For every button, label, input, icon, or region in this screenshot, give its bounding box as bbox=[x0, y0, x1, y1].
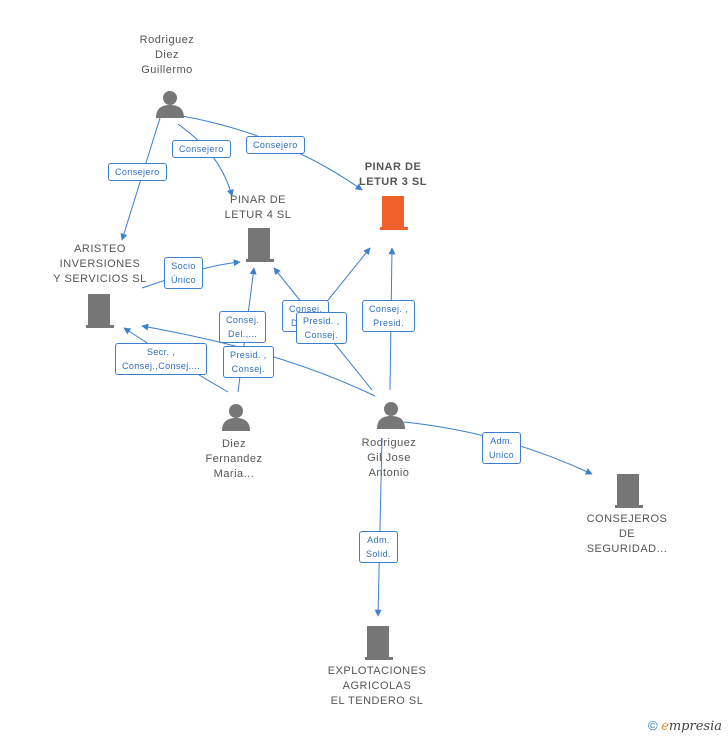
edge-label-consej-del-diez[interactable]: Consej.Del.,... bbox=[219, 311, 267, 343]
edge-label-consejero-pinar4[interactable]: Consejero bbox=[172, 140, 231, 158]
edge-label-presid-consej-aristeo[interactable]: Presid. ,Consej. bbox=[223, 346, 274, 378]
building-aristeo-icon[interactable] bbox=[86, 294, 114, 328]
edge-rodriguez-diez-pinar4 bbox=[177, 123, 234, 197]
edge-label-adm-unico[interactable]: Adm.Unico bbox=[482, 432, 522, 464]
brand-name: empresia bbox=[661, 719, 722, 734]
edge-label-consejero-pinar3[interactable]: Consejero bbox=[246, 136, 305, 154]
person-rodriguez-diez-icon[interactable] bbox=[156, 91, 184, 118]
edge-label-consej-presid-pinar3[interactable]: Consej. ,Presid. bbox=[362, 300, 416, 332]
edge-label-secr-consej[interactable]: Secr. ,Consej.,Consej.... bbox=[115, 343, 208, 375]
building-explotaciones-icon[interactable] bbox=[365, 626, 393, 660]
edge-gil-explotaciones bbox=[374, 437, 383, 617]
building-pinar-letur-4-icon[interactable] bbox=[246, 228, 274, 262]
building-consejeros-icon[interactable] bbox=[615, 474, 643, 508]
copyright-symbol: © bbox=[647, 718, 658, 733]
edge-label-presid-consej-pinar3[interactable]: Presid. ,Consej. bbox=[296, 312, 347, 344]
empresia-logo[interactable]: © empresia bbox=[648, 718, 722, 734]
building-pinar-letur-3-icon[interactable] bbox=[380, 196, 408, 230]
edge-label-adm-solid[interactable]: Adm.Solid. bbox=[359, 531, 398, 563]
person-rodriguez-gil-icon[interactable] bbox=[377, 402, 405, 429]
person-diez-fernandez-icon[interactable] bbox=[222, 404, 250, 431]
edge-label-consejero-aristeo[interactable]: Consejero bbox=[108, 163, 167, 181]
